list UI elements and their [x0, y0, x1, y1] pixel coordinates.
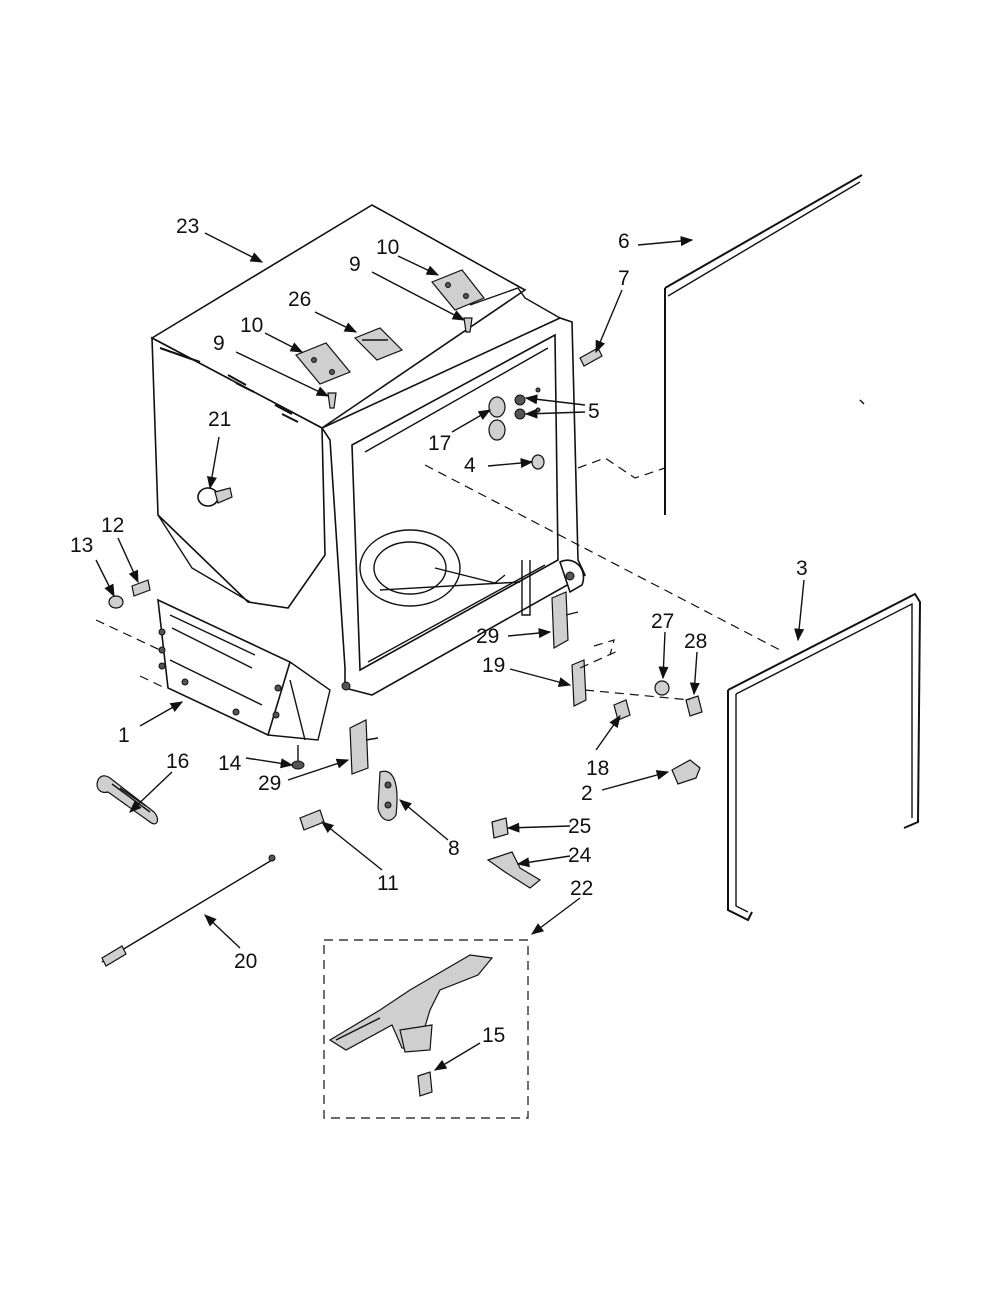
label-plate [353, 327, 404, 361]
callout-15: 15 [482, 1024, 505, 1047]
clamp [377, 770, 398, 821]
hinge-bracket-lower [295, 342, 351, 385]
callout-20: 20 [234, 950, 257, 973]
left-bolt [131, 579, 151, 597]
callout-26: 26 [288, 288, 311, 311]
left-nut [108, 595, 124, 609]
callout-11: 11 [377, 872, 399, 895]
cord-bracket [486, 851, 542, 889]
callout-7: 7 [618, 267, 630, 290]
plug [197, 487, 233, 507]
callout-17: 17 [428, 432, 451, 455]
callout-10-lower: 10 [240, 314, 263, 337]
callout-21: 21 [208, 408, 231, 431]
callout-29-upper: 29 [476, 625, 499, 648]
callout-9-upper: 9 [349, 253, 361, 276]
callout-9-lower: 9 [213, 332, 225, 355]
callout-27: 27 [651, 610, 674, 633]
callout-18: 18 [586, 757, 609, 780]
bolt [579, 347, 603, 367]
callout-4: 4 [464, 454, 476, 477]
callout-6: 6 [618, 230, 630, 253]
callout-12: 12 [101, 514, 124, 537]
washer [654, 680, 670, 696]
leveling-leg [291, 745, 305, 770]
screw-18 [613, 699, 631, 721]
clip [671, 759, 701, 785]
callout-14: 14 [218, 752, 242, 775]
inlet-fitting [488, 387, 541, 441]
mount-plate [571, 659, 587, 707]
bracket-upper [551, 591, 579, 650]
screw-lower [327, 392, 337, 409]
hinge-bracket-upper [431, 269, 485, 311]
callout-19: 19 [482, 654, 505, 677]
callout-23: 23 [176, 215, 199, 238]
dashed-leaders [95, 464, 781, 701]
callout-29-lower: 29 [258, 772, 281, 795]
screw-upper [463, 317, 473, 333]
strain-relief [491, 817, 509, 839]
door-gasket-panel [577, 174, 865, 515]
callout-2: 2 [581, 782, 593, 805]
nut [531, 454, 545, 470]
bracket-lower [349, 719, 379, 775]
callout-labels: 23 10 9 26 10 9 21 6 7 5 17 4 12 13 3 29… [70, 215, 808, 1047]
callout-8: 8 [448, 837, 460, 860]
tub-gasket [727, 592, 922, 922]
callout-22: 22 [570, 877, 593, 900]
callout-10-upper: 10 [376, 236, 399, 259]
callout-5: 5 [588, 400, 600, 423]
callout-arrows [95, 232, 805, 1071]
callout-16: 16 [166, 750, 189, 773]
callout-28: 28 [684, 630, 707, 653]
base-assembly-box [323, 939, 529, 1119]
screw-11 [299, 809, 325, 831]
callout-1: 1 [118, 724, 130, 747]
screw-28 [685, 695, 703, 717]
callout-24: 24 [568, 844, 592, 867]
callout-13: 13 [70, 534, 93, 557]
cable [101, 854, 276, 967]
callout-25: 25 [568, 815, 591, 838]
hose [96, 775, 159, 825]
tub-assembly [150, 204, 587, 741]
callout-3: 3 [796, 557, 808, 580]
